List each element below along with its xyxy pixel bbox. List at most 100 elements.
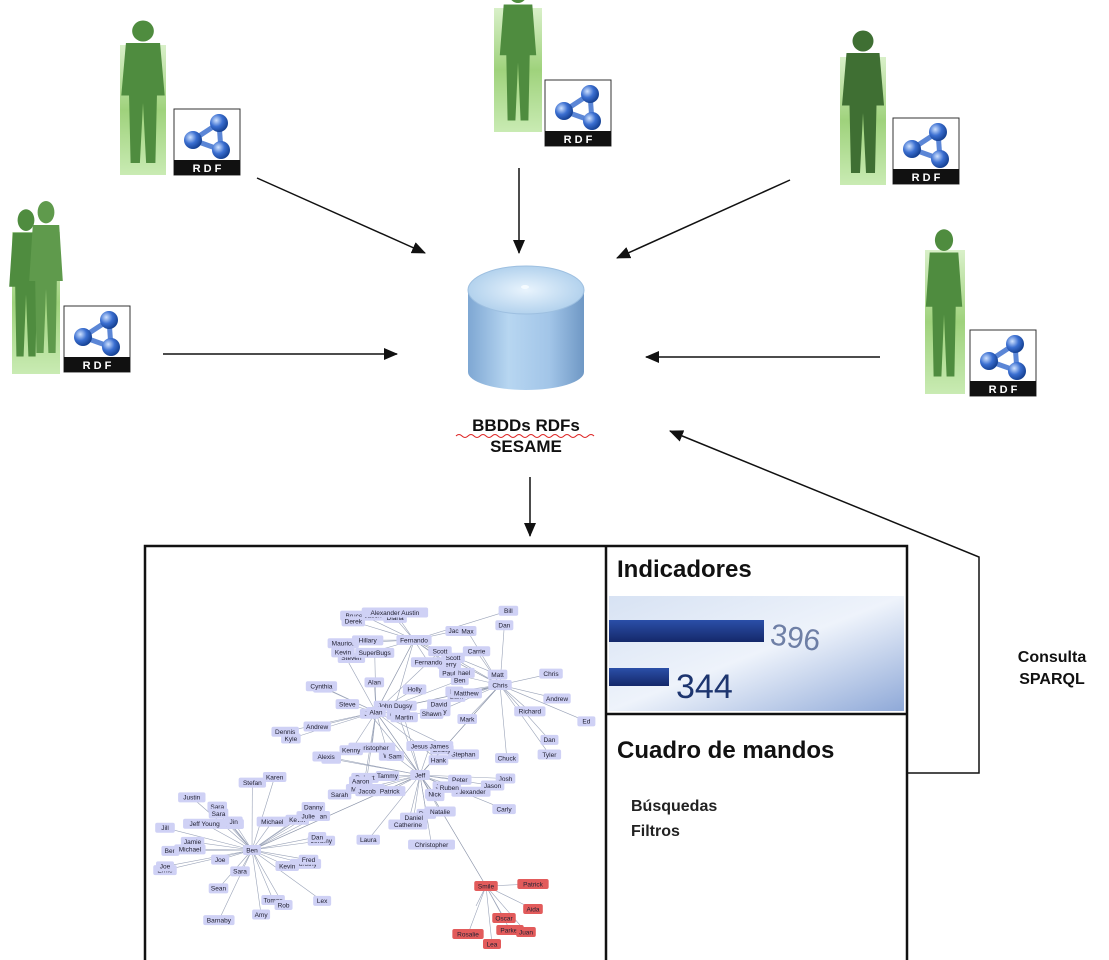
network-node[interactable]: Max [458,625,477,636]
network-node[interactable]: Andrew [543,693,571,704]
network-node[interactable]: Justin [178,792,206,803]
network-node[interactable]: Danny [301,801,326,812]
network-node-label: Alexander [456,789,486,796]
network-hub-node[interactable]: Alan [366,707,386,717]
network-highlighted-node[interactable]: Patrick [517,879,549,889]
network-node[interactable]: Natalie [424,806,456,817]
network-node[interactable]: Jamie [180,836,205,847]
network-hub-node[interactable]: Ben [243,845,261,855]
network-node[interactable]: Chuck [495,753,519,764]
network-node[interactable]: Alan [364,677,385,688]
network-highlighted-node[interactable]: Rosalie [452,929,484,939]
network-highlighted-node[interactable]: Aida [523,904,543,914]
network-node[interactable]: Mark [457,713,478,724]
network-node[interactable]: Sean [208,883,229,894]
network-node[interactable]: David [427,699,451,710]
network-highlighted-node[interactable]: Juan [516,927,536,937]
network-node[interactable]: Hank [428,755,449,766]
network-node[interactable]: Sara [230,866,250,877]
network-node[interactable]: Fernando [410,657,447,668]
network-node-label: Mark [460,716,475,723]
network-node[interactable]: Alexis [312,751,340,762]
network-node-label: Sarah [331,792,349,799]
network-node[interactable]: Jin [224,816,243,827]
network-node[interactable]: Cynthia [305,681,338,692]
network-node[interactable]: Bill [498,605,519,616]
network-node[interactable]: Tammy [375,770,400,781]
network-node[interactable]: Jeff Young [183,818,227,829]
network-node[interactable]: Barnaby [203,915,235,926]
network-node[interactable]: Michael [256,816,288,827]
network-node[interactable]: Rob [274,900,293,911]
network-node[interactable]: Carly [492,804,516,815]
network-node[interactable]: Sam [386,751,405,762]
network-node[interactable]: Martin [390,712,418,723]
network-node[interactable]: Ben [450,675,469,686]
network-node[interactable]: Jill [155,822,175,833]
network-hub-node[interactable]: Chris [488,680,512,690]
network-node[interactable]: Scott [428,646,452,657]
network-node[interactable]: Matt [487,669,508,680]
network-node-label: Lex [317,898,328,905]
network-node-label: Juan [519,929,533,936]
network-node-box [410,657,447,668]
network-node-box [452,929,484,939]
network-node[interactable]: Daniel [400,812,428,823]
control-item-filtros[interactable]: Filtros [631,823,680,840]
network-node[interactable]: Lex [313,895,332,906]
network-node[interactable]: Joe [211,854,230,865]
network-node[interactable]: Aaron [348,776,373,787]
network-hub-node[interactable]: Jeff [410,770,430,780]
network-node[interactable]: Christopher [408,839,455,850]
network-node[interactable]: Maurice [327,638,359,649]
network-node[interactable]: Chris [539,668,563,679]
network-node[interactable]: Karen [262,771,287,782]
network-node[interactable]: Tyler [537,749,562,760]
network-node[interactable]: Steve [335,699,360,710]
network-node-label: Martin [395,714,413,721]
network-node-box [458,625,477,636]
network-hub-node[interactable]: Smile [474,881,498,891]
control-item-busquedas[interactable]: Búsquedas [631,798,717,815]
network-node[interactable]: Stephan [447,749,480,760]
network-node[interactable]: Jason [480,780,505,791]
network-node[interactable]: Derek [341,616,366,627]
network-node[interactable]: Sarah [327,789,352,800]
network-node[interactable]: Kevin [331,647,355,658]
network-node[interactable]: Patrick [374,786,406,797]
network-node[interactable]: SuperBugs [355,647,395,658]
network-node[interactable]: Shawn [419,708,444,719]
network-highlighted-node[interactable]: Oscar [492,913,516,923]
network-node[interactable]: Dan [495,620,514,631]
network-node[interactable]: Fred [298,854,319,865]
network-node[interactable]: Richard [514,706,546,717]
network-node[interactable]: Alexander [451,786,491,797]
network-node-box [523,904,543,914]
network-node[interactable]: Ed [577,716,596,727]
network-node[interactable]: Kevin [275,861,299,872]
network-node[interactable]: Carrie [462,646,491,657]
network-node[interactable]: Michael [174,844,206,855]
network-node[interactable]: Alexander Austin [361,607,429,618]
network-node[interactable]: Julie [296,811,320,822]
network-node[interactable]: Dennis [271,726,299,737]
network-node[interactable]: Laura [356,834,381,845]
network-node[interactable]: Hillary [352,635,384,646]
network-highlighted-node[interactable]: Lea [483,939,501,949]
network-node-label: Dan [498,623,510,630]
network-node[interactable]: Amy [252,909,271,920]
network-node[interactable]: Jacob [355,786,379,797]
network-node[interactable]: Andrew [303,721,331,732]
network-node[interactable]: Sara [208,808,229,819]
network-node[interactable]: Stefan [238,777,267,788]
network-node[interactable]: Jesus James [406,741,454,752]
network-node[interactable]: Kenny [339,745,363,756]
network-hub-node[interactable]: Fernando [396,635,432,645]
network-node[interactable]: Ruben [437,782,462,793]
network-node[interactable]: Dan [540,734,559,745]
rdf-icon-label: R D F [989,384,1018,396]
network-node[interactable]: Joe [156,861,174,872]
network-node[interactable]: Dan [308,831,327,842]
network-node[interactable]: Matthew [450,688,482,699]
network-node[interactable]: Holly [402,684,427,695]
